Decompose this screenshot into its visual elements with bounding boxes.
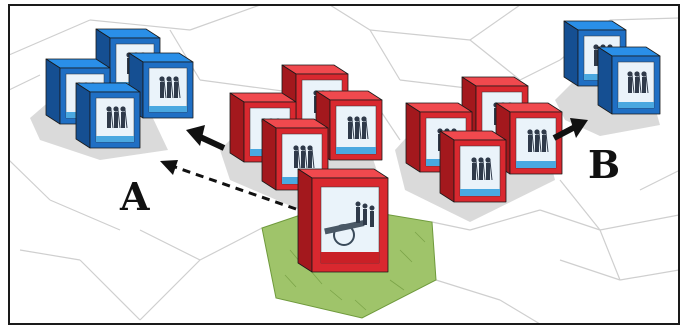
arrow-left [186, 125, 226, 151]
soldier-icon [106, 106, 128, 129]
arrow-right [552, 118, 588, 141]
blue-block-a-4 [75, 82, 141, 149]
diagram-frame [8, 4, 680, 325]
soldier-icon [527, 129, 549, 153]
cannon-icon [324, 201, 375, 246]
soldier-icon [293, 145, 315, 169]
move-arrows [160, 118, 588, 211]
soldier-icon [627, 71, 649, 94]
red-block-r-4 [439, 130, 507, 203]
label-b: B [588, 142, 620, 187]
soldier-icon [347, 116, 369, 140]
arrow-dashed [160, 160, 297, 211]
blue-block-b-2 [597, 46, 661, 115]
soldier-icon [159, 76, 181, 99]
soldier-icon [471, 157, 493, 181]
label-a: A [119, 174, 150, 219]
red-artillery-block [297, 168, 389, 273]
unit-blocks [45, 20, 661, 273]
